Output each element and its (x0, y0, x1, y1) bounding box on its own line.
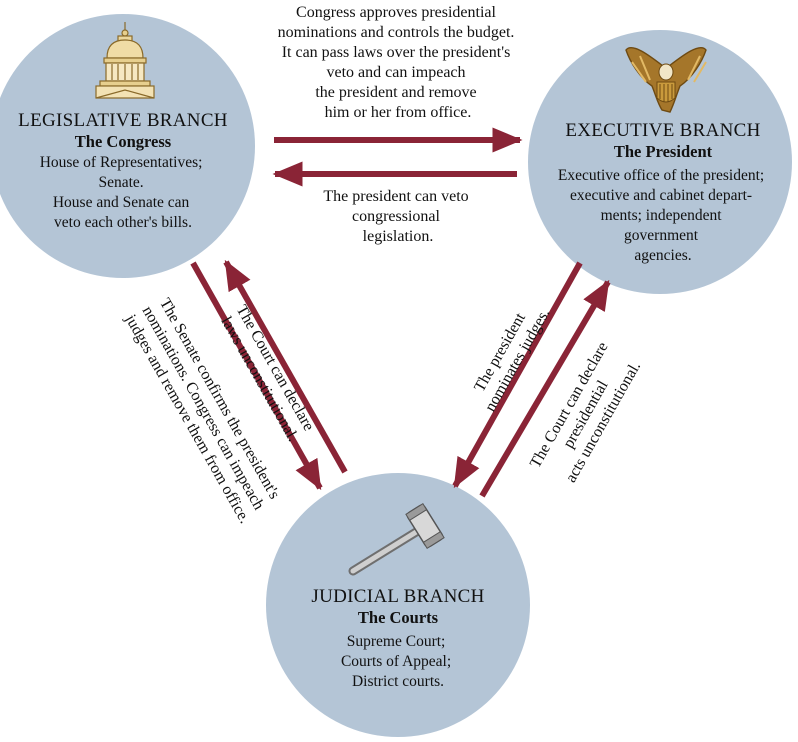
legislative-circle (0, 14, 255, 278)
legislative-title: LEGISLATIVE BRANCH (18, 110, 228, 131)
note-congress-to-president: Congress approves presidential nominatio… (278, 4, 519, 121)
arrow-court-to-congress (223, 259, 348, 474)
legislative-subtitle: The Congress (75, 132, 172, 151)
note-court-to-president: The Court can declare presidential acts … (527, 336, 647, 490)
arrow-court-to-president (479, 279, 611, 498)
executive-title: EXECUTIVE BRANCH (565, 120, 760, 141)
legislative-desc: House of Representatives; Senate. House … (40, 154, 207, 231)
executive-desc: Executive office of the president; execu… (558, 167, 768, 264)
judicial-subtitle: The Courts (358, 608, 439, 627)
capitol-dome-icon (95, 22, 155, 99)
judicial-circle (266, 473, 530, 737)
gavel-icon (348, 503, 445, 576)
arrow-president-to-court (452, 261, 583, 489)
executive-circle (528, 30, 792, 294)
judicial-title: JUDICIAL BRANCH (311, 586, 484, 607)
executive-subtitle: The President (614, 142, 713, 161)
judicial-desc: Supreme Court; Courts of Appeal; Distric… (341, 633, 455, 690)
note-president-to-congress: The president can veto congressional leg… (323, 188, 472, 245)
eagle-seal-icon (625, 47, 707, 113)
arrow-senate-to-court (190, 261, 323, 491)
